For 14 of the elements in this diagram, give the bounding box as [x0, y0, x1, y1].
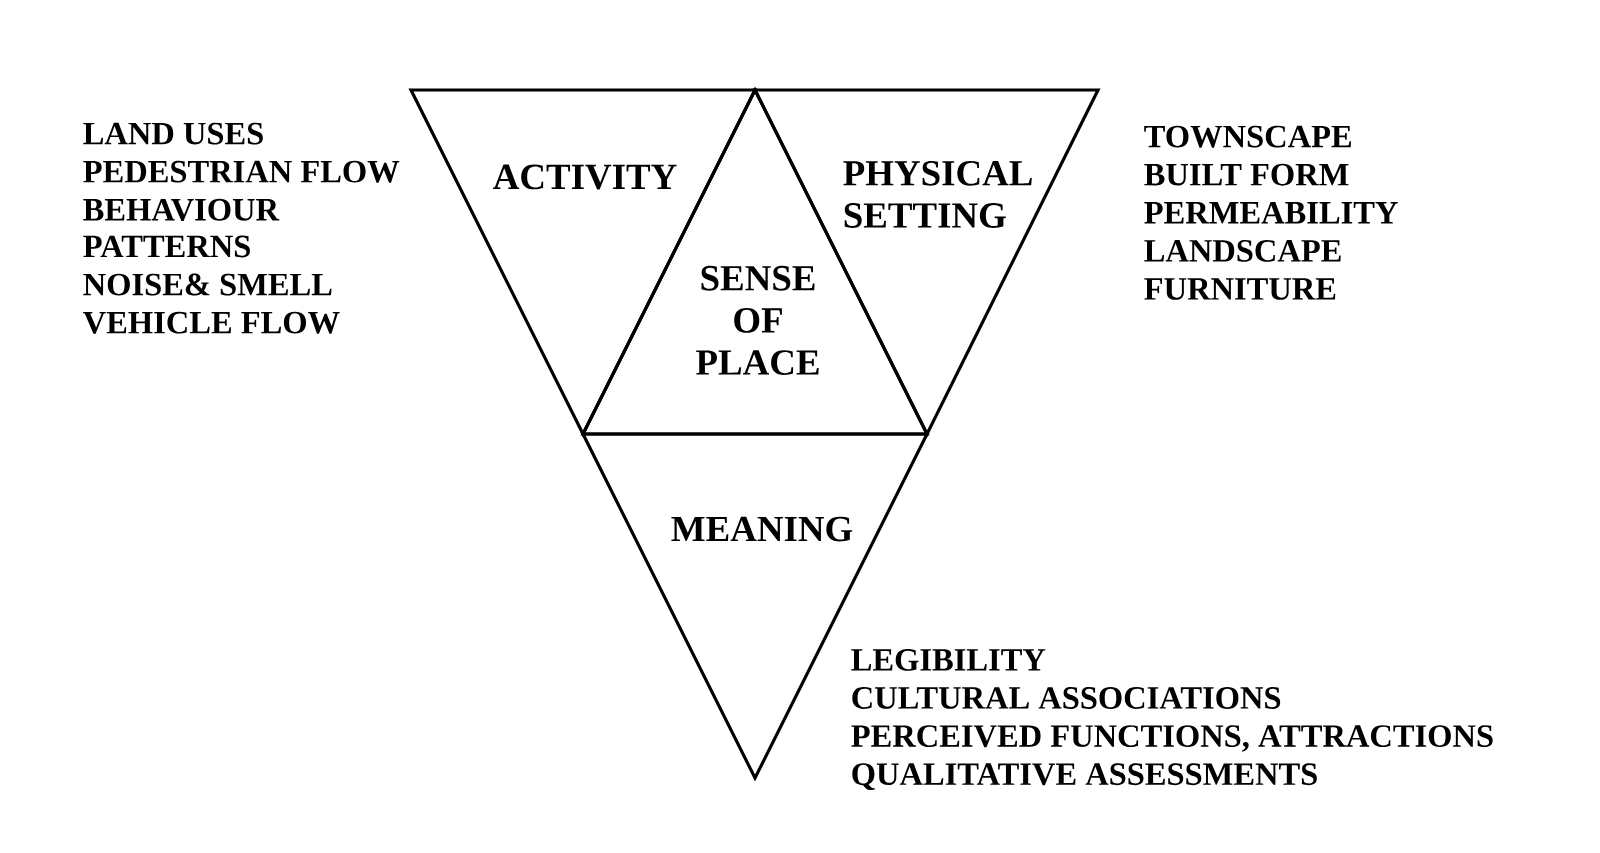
list-item: TOWNSCAPE — [1144, 125, 1351, 148]
list-item: BUILT FORM — [1144, 163, 1349, 186]
list-item: PEDESTRIAN FLOW — [83, 160, 400, 183]
list-item: LANDSCAPE — [1144, 239, 1341, 262]
list-item: NOISE& SMELL — [83, 273, 332, 296]
list-item: FURNITURE — [1144, 278, 1336, 300]
list-item: PERCEIVED FUNCTIONS, ATTRACTIONS — [851, 725, 1493, 752]
list-item: VEHICLE FLOW — [83, 311, 340, 334]
list-item: BEHAVIOUR PATTERNS — [83, 198, 280, 258]
list-item: LAND USES — [83, 122, 263, 145]
list-item: LEGIBILITY — [851, 648, 1046, 671]
list-item: CULTURAL ASSOCIATIONS — [852, 687, 1281, 709]
list-item: PERMEABILITY — [1144, 201, 1398, 224]
list-item: QUALITATIVE ASSESSMENTS — [852, 763, 1317, 791]
